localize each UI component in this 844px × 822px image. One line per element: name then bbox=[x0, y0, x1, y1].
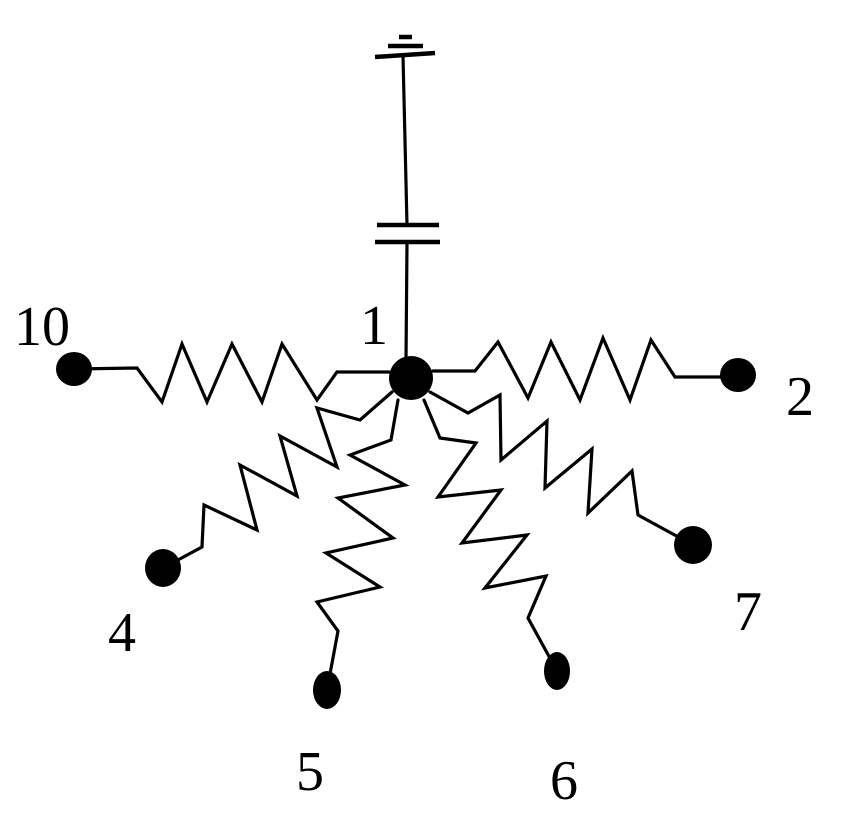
node-4-dot bbox=[145, 549, 181, 587]
node-1-dot bbox=[389, 356, 433, 400]
node-2-label: 2 bbox=[786, 366, 814, 428]
resistor-1-7 bbox=[428, 390, 695, 547]
resistor-1-2 bbox=[431, 333, 740, 405]
resistor-1-5 bbox=[314, 398, 410, 692]
node-6-label: 6 bbox=[550, 750, 578, 812]
resistor-1-10 bbox=[72, 339, 391, 407]
node-5-label: 5 bbox=[296, 741, 324, 803]
node-6-dot bbox=[544, 652, 570, 690]
ground-plate-top bbox=[374, 50, 436, 60]
resistor-group bbox=[72, 333, 740, 692]
node-1-label: 1 bbox=[360, 295, 388, 357]
wire-ground-to-capacitor bbox=[401, 54, 409, 227]
capacitor-icon bbox=[375, 222, 440, 245]
node-10-label: 10 bbox=[14, 296, 70, 358]
wire-capacitor-to-node-1 bbox=[404, 240, 409, 362]
node-2-dot bbox=[720, 358, 756, 392]
resistor-1-4 bbox=[161, 390, 394, 570]
node-4-label: 4 bbox=[108, 602, 136, 664]
node-10-dot bbox=[56, 352, 92, 386]
resistor-1-6 bbox=[422, 398, 559, 673]
ground-symbol-icon bbox=[374, 34, 436, 60]
node-5-dot bbox=[313, 671, 341, 709]
node-7-label: 7 bbox=[734, 581, 762, 643]
node-7-dot bbox=[674, 526, 712, 564]
